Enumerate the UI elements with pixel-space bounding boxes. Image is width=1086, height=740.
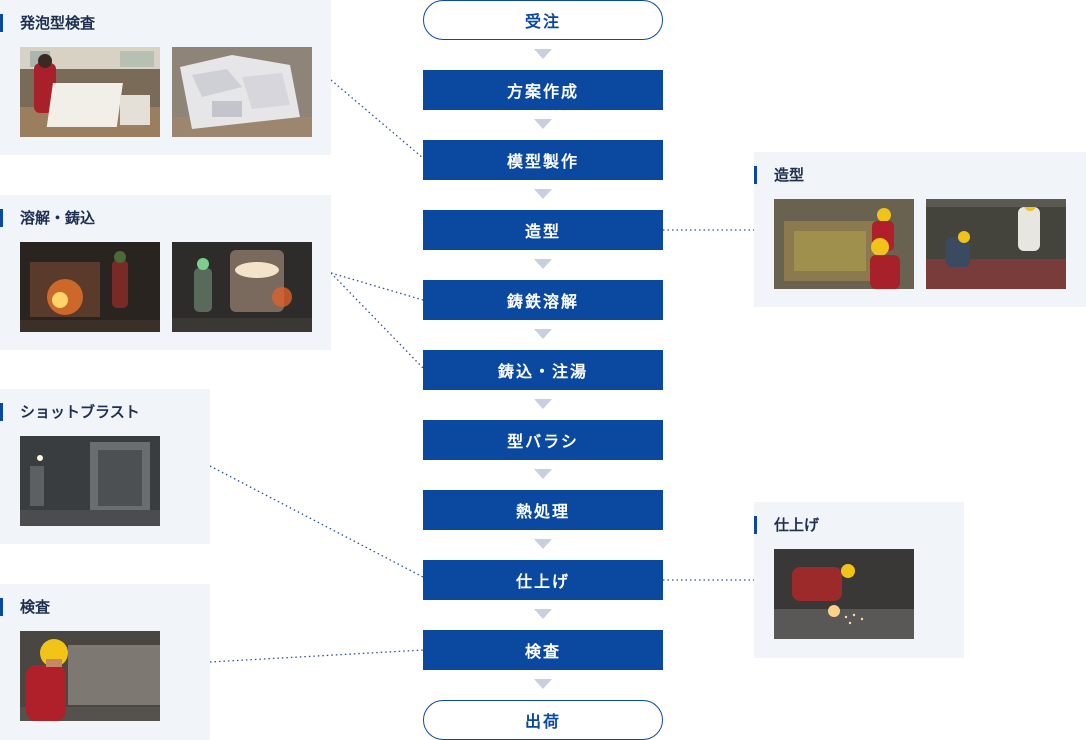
photo-foam-pattern-worker: [20, 47, 160, 137]
photo-shot-blast-machine: [20, 436, 160, 526]
step-iron-melting: 鋳鉄溶解: [423, 280, 663, 320]
panel-shot-blast: ショットブラスト: [0, 389, 210, 544]
step-casting-plan: 方案作成: [423, 70, 663, 110]
panel-title: 造型: [754, 166, 804, 184]
flow-arrow-down-icon: [534, 399, 552, 409]
flow-arrow-down-icon: [534, 189, 552, 199]
panel-title: 仕上げ: [754, 516, 819, 534]
connector-inspection-to-inspection: [209, 649, 424, 663]
flow-arrow-down-icon: [534, 609, 552, 619]
flow-arrow-down-icon: [534, 119, 552, 129]
connector-shot-to-finishing: [209, 465, 424, 578]
panel-melting-pouring: 溶解・鋳込: [0, 195, 331, 350]
flow-arrow-down-icon: [534, 49, 552, 59]
photo-inspection-worker: [20, 631, 160, 721]
connector-melt-to-pouring: [330, 272, 424, 369]
panel-finishing: 仕上げ: [754, 502, 964, 658]
panel-title: 検査: [0, 598, 50, 616]
step-shakeout: 型バラシ: [423, 420, 663, 460]
connector-melt-to-melting: [330, 272, 424, 301]
connector-foam-to-pattern: [330, 79, 424, 159]
panel-title: 発泡型検査: [0, 14, 95, 32]
panel-title: 溶解・鋳込: [0, 209, 95, 227]
flow-arrow-down-icon: [534, 539, 552, 549]
step-heat-treatment: 熱処理: [423, 490, 663, 530]
photo-furnace-sparks: [20, 242, 160, 332]
panel-title: ショットブラスト: [0, 403, 140, 421]
photo-grinding-worker: [774, 549, 914, 639]
flow-arrow-down-icon: [534, 259, 552, 269]
step-molding: 造型: [423, 210, 663, 250]
flow-arrow-down-icon: [534, 679, 552, 689]
photo-molding-workers: [926, 199, 1066, 289]
step-inspection: 検査: [423, 630, 663, 670]
photo-mold-cavity: [774, 199, 914, 289]
step-pouring: 鋳込・注湯: [423, 350, 663, 390]
flow-arrow-down-icon: [534, 329, 552, 339]
step-pattern-making: 模型製作: [423, 140, 663, 180]
step-shipping: 出荷: [423, 700, 663, 740]
step-order-received: 受注: [423, 0, 663, 40]
panel-molding: 造型: [754, 152, 1086, 307]
panel-foam-inspection: 発泡型検査: [0, 0, 331, 155]
photo-foam-pattern-stack: [172, 47, 312, 137]
step-finishing: 仕上げ: [423, 560, 663, 600]
panel-inspection: 検査: [0, 584, 210, 740]
photo-ladle-pouring: [172, 242, 312, 332]
flow-arrow-down-icon: [534, 469, 552, 479]
